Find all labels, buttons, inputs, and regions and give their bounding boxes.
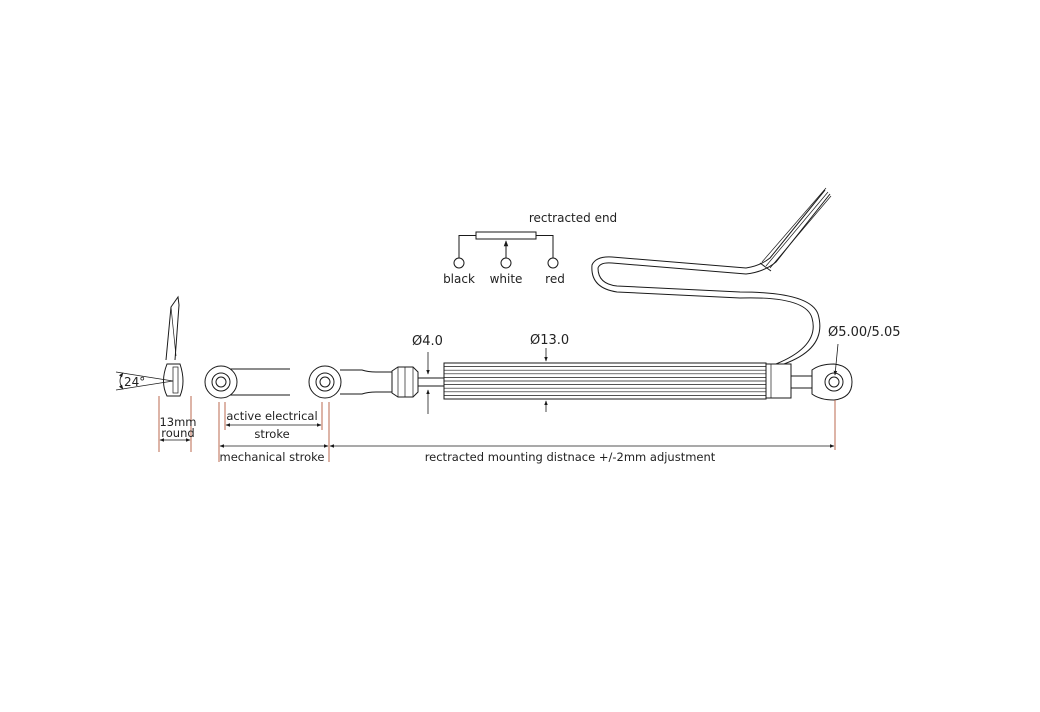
retracted-eye: [308, 365, 342, 399]
angle-lines: [115, 371, 174, 391]
width-label-line1: 13mm: [159, 415, 196, 429]
rear-eye: [811, 363, 853, 401]
mechanical-stroke-label: mechanical stroke: [220, 450, 325, 464]
body-ribs: [444, 366, 766, 396]
potentiometer-track: [475, 231, 537, 240]
red-wire-label: red: [545, 272, 565, 286]
width-label-line2: round: [161, 426, 194, 440]
side-view-stem: [165, 295, 180, 361]
active-stroke-label-line1: active electrical: [226, 409, 317, 423]
extended-eye: [204, 365, 238, 399]
angle-arc: [119, 372, 124, 390]
wiring-title: rectracted end: [529, 211, 617, 225]
shaft: Ø4.0: [412, 334, 444, 414]
angle-label: 24°: [124, 375, 145, 389]
red-terminal: [547, 257, 559, 269]
black-terminal: [453, 257, 465, 269]
cable-outer: [591, 189, 826, 365]
eye-dim-arrow: [833, 343, 839, 376]
active-stroke-label-line2: stroke: [254, 427, 289, 441]
wiring-schematic: rectracted end black white red: [443, 211, 617, 286]
black-wire-label: black: [443, 272, 475, 286]
white-terminal: [500, 257, 512, 269]
stroke-dimensions: active electrical stroke mechanical stro…: [218, 400, 836, 464]
mounting-distance-label: rectracted mounting distnace +/-2mm adju…: [425, 450, 716, 464]
eye-diameter-label: Ø5.00/5.05: [828, 325, 901, 340]
cable: [591, 187, 832, 365]
shaft-diameter-label: Ø4.0: [412, 334, 443, 349]
sensor-body: Ø13.0: [443, 333, 792, 412]
white-wire-label: white: [490, 272, 523, 286]
retracted-rod-end: [308, 365, 419, 399]
rod-end-side-view: 24° 13mm round: [115, 295, 197, 452]
end-cap: [765, 363, 792, 399]
black-wire-lead: [458, 235, 476, 258]
red-wire-lead: [536, 235, 554, 258]
extended-rod-end: [204, 365, 290, 399]
rear-rod-end: Ø5.00/5.05: [791, 325, 901, 401]
cable-inner: [597, 193, 831, 365]
body-diameter-label: Ø13.0: [530, 333, 569, 348]
